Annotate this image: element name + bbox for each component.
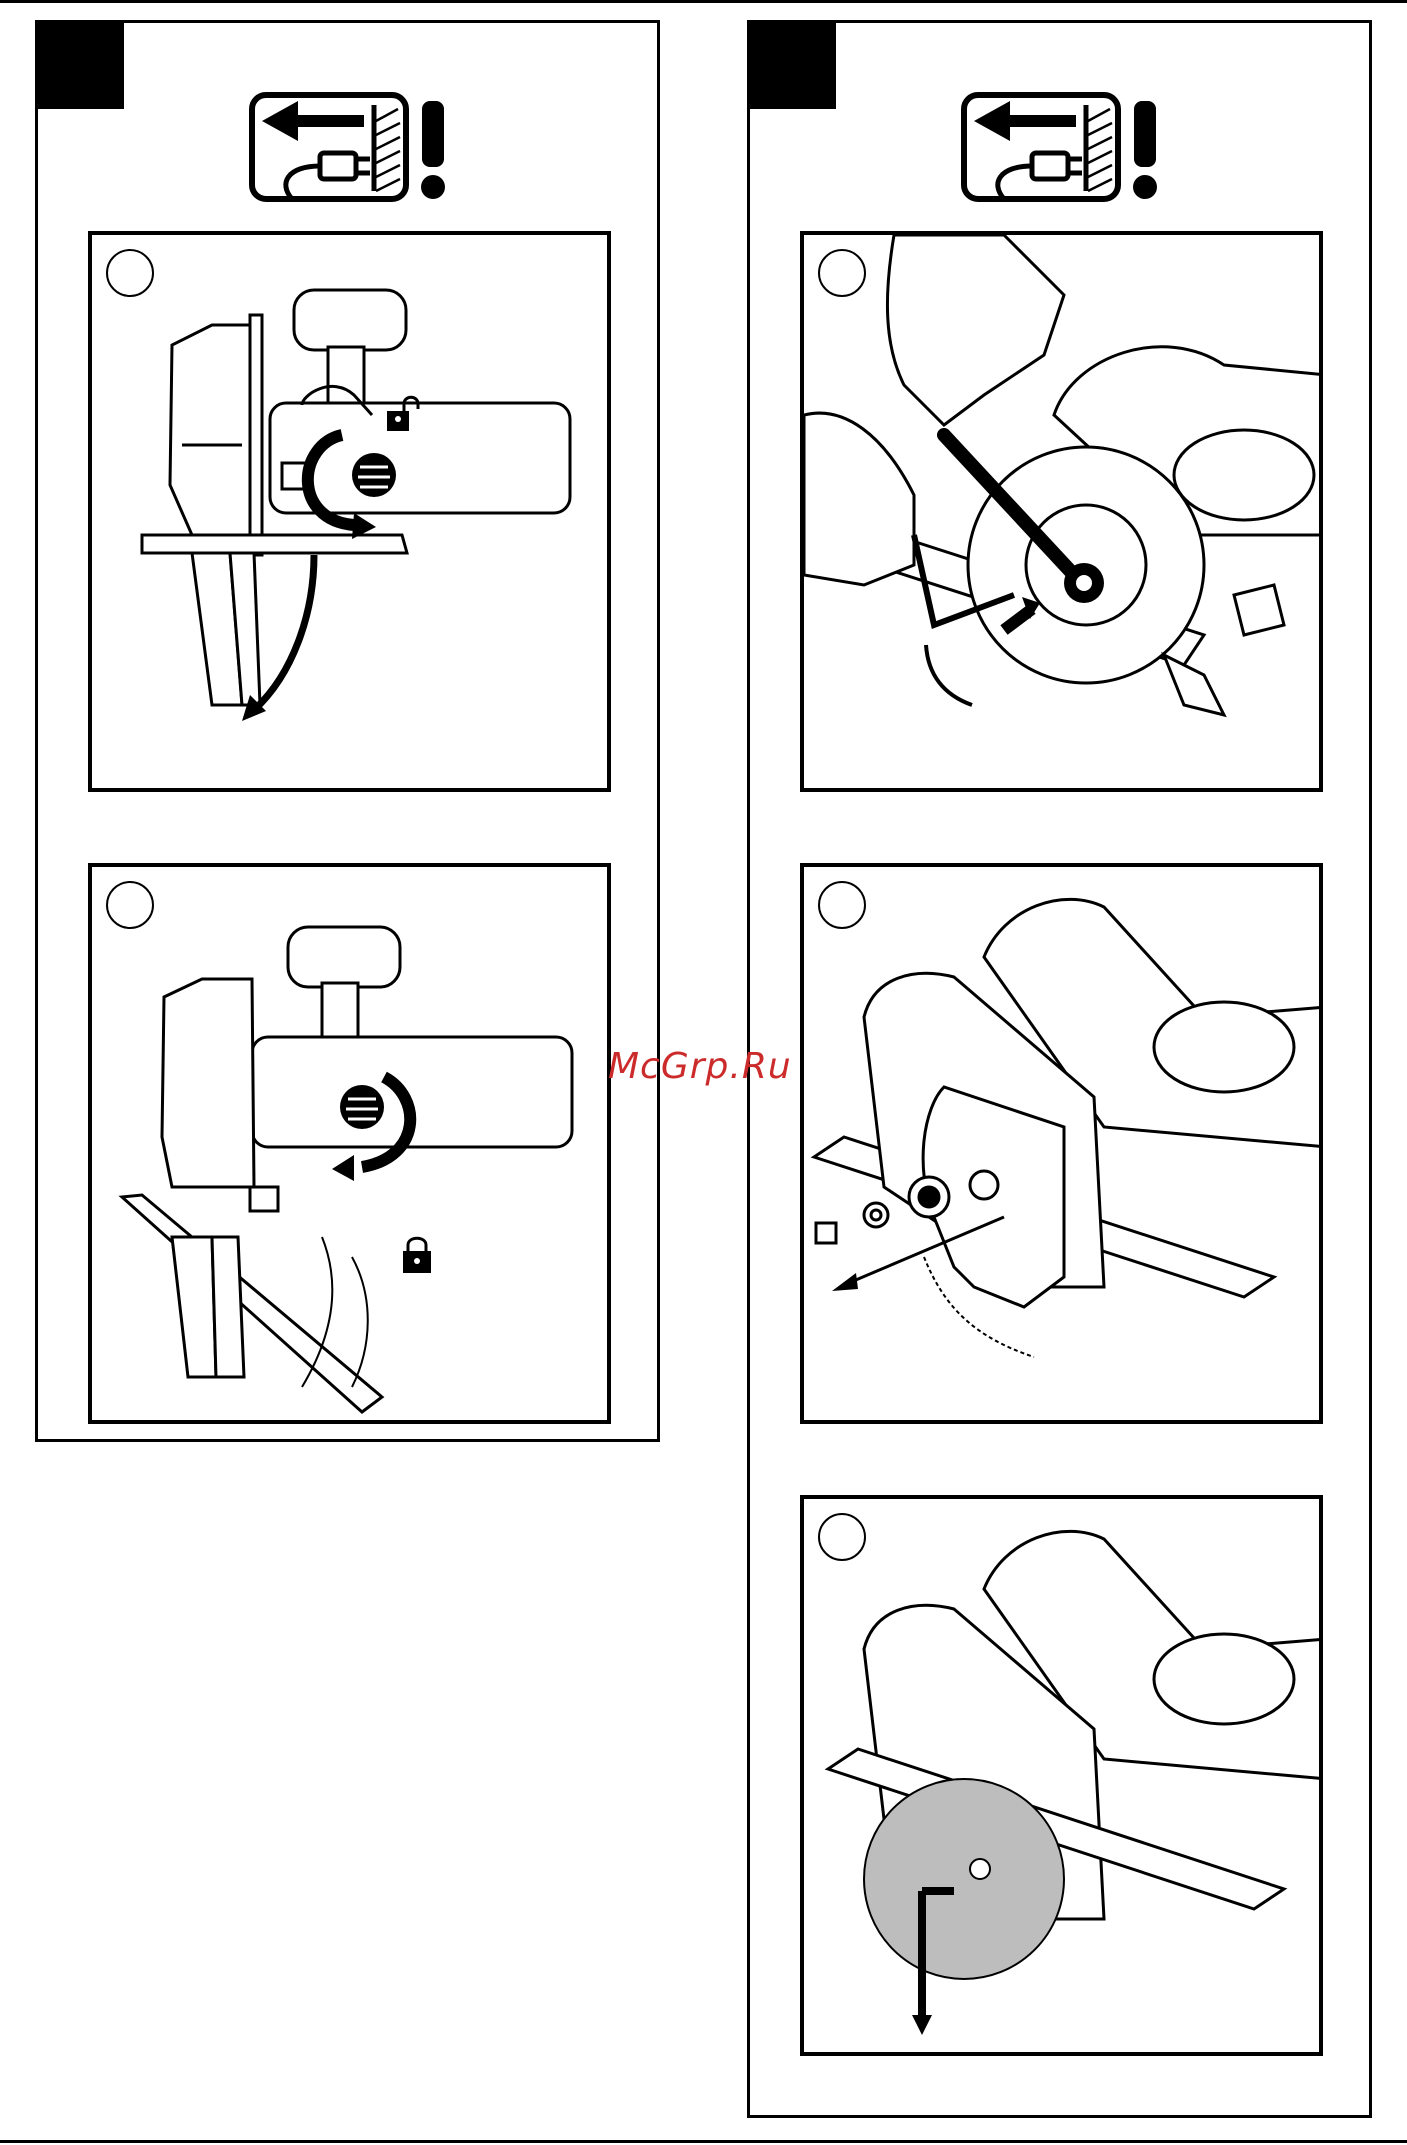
section-tab <box>38 23 124 109</box>
unplug-warning-icon <box>960 73 1170 212</box>
blade-removal-drawing <box>804 867 1323 1424</box>
panel-bevel-unlock <box>88 231 611 792</box>
panel-remove-blade <box>800 863 1323 1424</box>
panel-wrench-loosen <box>800 231 1323 792</box>
step-number-circle <box>818 249 866 297</box>
top-rule <box>0 0 1407 3</box>
step-number-circle <box>106 881 154 929</box>
watermark: McGrp.Ru <box>608 1046 792 1087</box>
blade-install-drawing <box>804 1499 1323 2056</box>
panel-install-blade <box>800 1495 1323 2056</box>
step-number-circle <box>818 1513 866 1561</box>
left-column <box>35 20 660 1442</box>
panel-bevel-lock <box>88 863 611 1424</box>
section-tab <box>750 23 836 109</box>
wrench-and-hex-key-drawing <box>804 235 1323 792</box>
step-number-circle <box>106 249 154 297</box>
saw-tilted-view-drawing <box>92 867 611 1424</box>
unplug-warning-icon <box>248 73 458 212</box>
bottom-rule <box>0 2140 1407 2143</box>
saw-side-view-drawing <box>92 235 611 792</box>
unlock-icon <box>384 395 424 435</box>
right-column <box>747 20 1372 2118</box>
lock-icon <box>400 1235 434 1275</box>
step-number-circle <box>818 881 866 929</box>
